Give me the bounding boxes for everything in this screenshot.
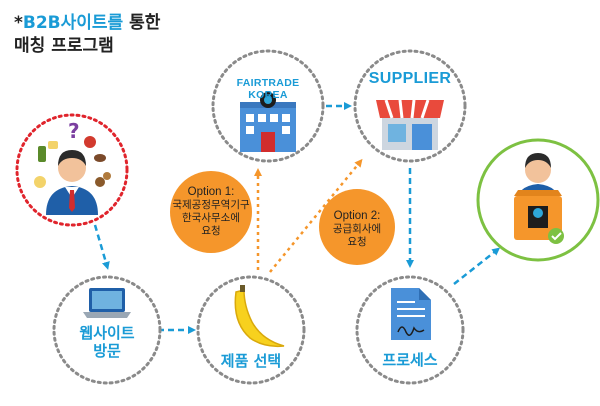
website-label-line2: 방문 (93, 342, 121, 360)
buyer-node: ? (15, 113, 129, 227)
food-items-icon: ? (34, 119, 111, 188)
arrow-product-to-supplier (269, 158, 363, 273)
arrow-buyer-to-website (93, 224, 110, 270)
title-line-2: 매칭 프로그램 (14, 36, 114, 56)
website-label-line1: 웹사이트 (79, 324, 135, 342)
svg-text:?: ? (68, 119, 80, 143)
building-icon (240, 92, 296, 152)
result-node (476, 138, 600, 262)
option2-text: Option 2: 공급회사에 요청 (318, 210, 396, 249)
title-line-1: *B2B사이트를 통한 (14, 12, 160, 35)
banana-icon (234, 285, 285, 348)
page-title: *B2B사이트를 통한 매칭 프로그램 (14, 12, 160, 58)
supplier-label: SUPPLIER (368, 70, 452, 87)
option1-bubble (170, 171, 252, 253)
arrow-process-to-result (453, 247, 501, 285)
option1-text: Option 1: 국제공정무역기구 한국사무소에 요청 (170, 186, 252, 238)
option1-line3: 요청 (201, 225, 221, 237)
website-node (52, 275, 162, 385)
option1-line1: 국제공정무역기구 (172, 199, 250, 211)
title-rest: 통한 (123, 13, 161, 33)
process-node (355, 275, 465, 385)
title-prefix: * (14, 13, 23, 33)
website-label: 웹사이트 방문 (67, 324, 147, 360)
buyer-with-box-icon (514, 153, 564, 244)
buyer-person-icon (46, 150, 98, 215)
title-highlight: B2B사이트를 (22, 13, 124, 33)
option1-title: Option 1: (187, 186, 235, 198)
supplier-node (353, 49, 467, 163)
fairtrade-korea-label: FAIRTRADE KOREA (236, 77, 300, 101)
laptop-icon (83, 288, 131, 318)
product-node (196, 275, 306, 385)
option1-line2: 한국사무소에 (182, 212, 240, 224)
store-icon (376, 99, 444, 150)
option2-line1: 공급회사에 (332, 223, 382, 235)
document-icon (391, 288, 431, 340)
option2-line2: 요청 (347, 236, 367, 248)
fairtrade-korea-node (211, 49, 325, 163)
option2-title: Option 2: (333, 210, 381, 222)
option2-bubble (319, 189, 395, 265)
process-label: 프로세스 (382, 351, 438, 369)
product-label: 제품 선택 (220, 352, 282, 370)
